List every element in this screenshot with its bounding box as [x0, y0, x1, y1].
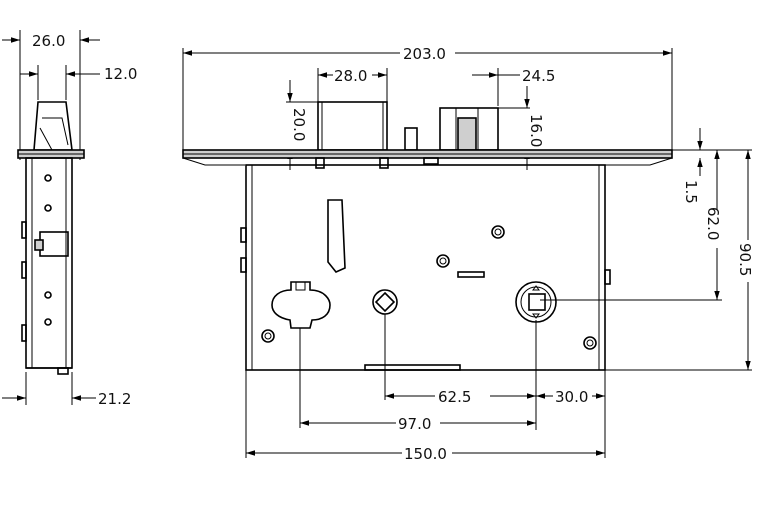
- dim-overall-width: 203.0: [403, 45, 446, 63]
- dim-body-height: 90.5: [736, 243, 754, 276]
- dim-deadbolt-projection: 16.0: [527, 114, 545, 147]
- side-dim-bolt: 12.0: [104, 65, 137, 83]
- handle-follower: [271, 281, 331, 329]
- front-view: 203.0 28.0 24.5 20.0 16.0: [182, 45, 754, 463]
- side-dim-bottom: 21.2: [98, 390, 131, 408]
- dim-cylinder-to-edge: 30.0: [555, 388, 588, 406]
- side-latch: [33, 101, 73, 151]
- side-dim-top: 26.0: [32, 32, 65, 50]
- screw-4: [583, 336, 597, 350]
- screw-1: [491, 225, 505, 239]
- dim-spindle-to-cylinder: 62.5: [438, 388, 471, 406]
- dim-deadbolt-width: 24.5: [522, 67, 555, 85]
- dim-latch-projection: 20.0: [290, 108, 308, 141]
- cylinder-cam: [515, 281, 557, 323]
- side-body: [25, 157, 73, 369]
- side-view: 26.0 12.0 21: [2, 30, 137, 408]
- dim-body-length: 150.0: [404, 445, 447, 463]
- dim-handle-to-cylinder: 97.0: [398, 415, 431, 433]
- dim-latch-width: 28.0: [334, 67, 367, 85]
- dim-backset-cylinder: 62.0: [704, 207, 722, 240]
- latch-bolt: [317, 101, 388, 151]
- guide-slot: [327, 199, 346, 273]
- screw-2: [436, 254, 450, 268]
- dim-faceplate: 1.5: [682, 180, 700, 204]
- screw-3: [261, 329, 275, 343]
